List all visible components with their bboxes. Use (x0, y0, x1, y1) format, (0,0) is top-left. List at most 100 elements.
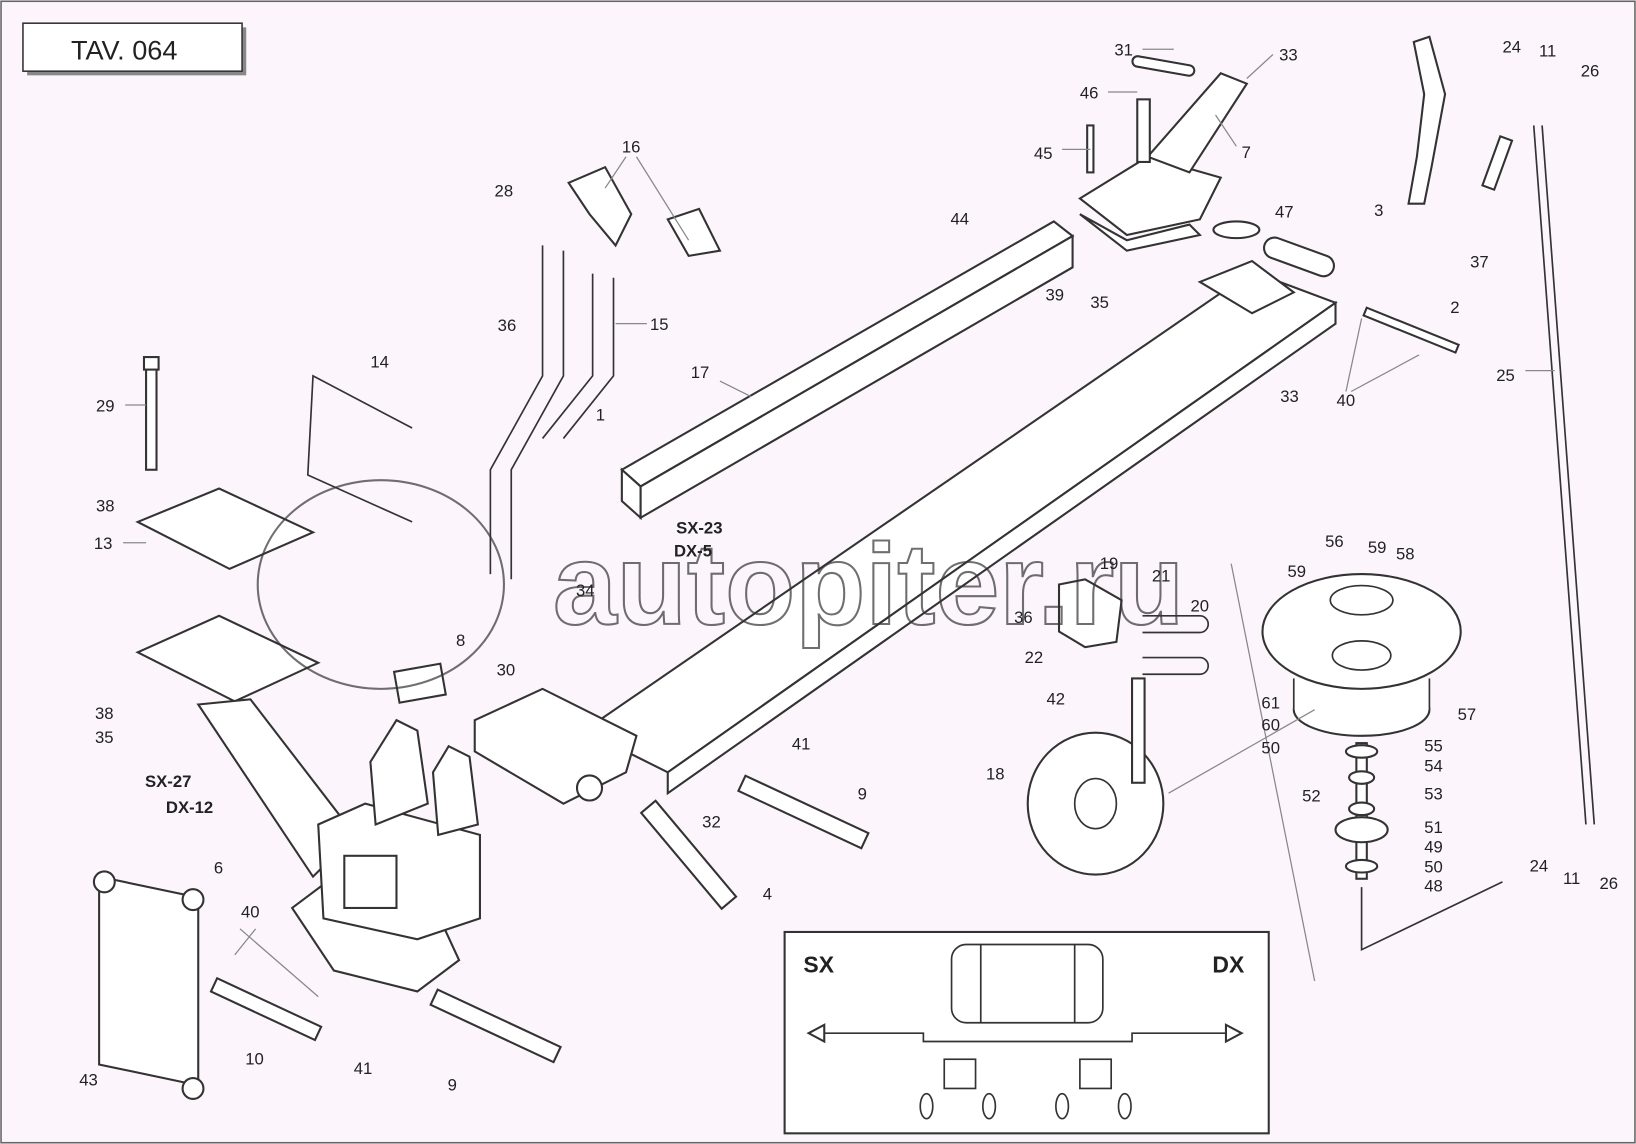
part-label: 40 (241, 902, 260, 921)
part-label: 18 (986, 765, 1005, 784)
part-label: 48 (1424, 876, 1443, 895)
part-label: 9 (858, 784, 867, 803)
part-label: SX-23 (676, 518, 722, 537)
part-label: 9 (448, 1076, 457, 1095)
link-4 (639, 799, 738, 911)
part-label: 38 (96, 496, 115, 515)
part-label: 55 (1424, 736, 1443, 755)
part-label: 59 (1368, 538, 1387, 557)
part-label: 3 (1374, 201, 1383, 220)
part-label: 56 (1325, 532, 1344, 551)
part-label: 35 (1090, 293, 1109, 312)
part-label: 45 (1034, 144, 1053, 163)
disc-56 (1261, 573, 1462, 880)
plate-13b (135, 614, 321, 703)
part-label: 13 (94, 534, 113, 553)
part-label: 24 (1530, 856, 1549, 875)
part-label: SX-27 (145, 772, 191, 791)
part-label: 17 (691, 363, 710, 382)
part-label: 26 (1581, 61, 1600, 80)
part-label: 26 (1599, 874, 1618, 893)
part-label: 14 (370, 353, 389, 372)
plate-13a (135, 487, 316, 571)
part-label: 22 (1025, 648, 1044, 667)
main-frame (473, 236, 1338, 805)
part-label: 19 (1100, 554, 1119, 573)
part-label: 52 (1302, 787, 1321, 806)
part-label: 25 (1496, 366, 1515, 385)
part-label: 24 (1502, 37, 1521, 56)
part-label: 7 (1242, 143, 1251, 162)
frame-6 (92, 870, 205, 1100)
bracket-16a (567, 165, 633, 248)
part-label: 2 (1450, 298, 1459, 317)
part-label: 46 (1080, 83, 1099, 102)
part-label: 39 (1045, 286, 1064, 305)
part-labels: 31 33 46 7 45 24 11 26 3 37 16 28 44 47 … (79, 37, 1618, 1094)
part-label: 38 (95, 704, 114, 723)
part-label: 41 (792, 734, 811, 753)
part-label: 28 (495, 181, 514, 200)
part-label: 57 (1458, 705, 1477, 724)
part-label: 34 (576, 581, 595, 600)
inset-label-dx: DX (1212, 952, 1245, 978)
part-label: 36 (498, 316, 517, 335)
tie-rod-25 (1532, 125, 1587, 825)
part-label: 42 (1046, 690, 1065, 709)
part-label: 35 (95, 728, 114, 747)
part-label: 8 (456, 631, 465, 650)
part-label: 60 (1261, 716, 1280, 735)
tube-17 (620, 220, 1075, 521)
inset-label-sx: SX (803, 952, 834, 978)
part-label: 58 (1396, 544, 1415, 563)
part-label: 61 (1261, 694, 1280, 713)
part-label: 10 (245, 1049, 264, 1068)
pin-9-upper (737, 774, 870, 850)
part-label: 36 (1014, 608, 1033, 627)
bracket-16b (666, 207, 722, 258)
bracket-19 (1057, 578, 1123, 649)
part-label: 47 (1275, 202, 1294, 221)
shaft-2 (1362, 306, 1460, 354)
part-label: 53 (1424, 784, 1443, 803)
bolt-head-29 (142, 356, 160, 371)
bracket-7 (1078, 55, 1249, 252)
part-label: 1 (596, 406, 605, 425)
part-label: 33 (1279, 46, 1298, 65)
part-label: 41 (354, 1059, 373, 1078)
part-label: 51 (1424, 818, 1443, 837)
part-label: 4 (763, 885, 772, 904)
u-bolt-14 (306, 374, 413, 523)
turnbuckle-37 (1481, 135, 1514, 191)
part-label: 21 (1152, 566, 1171, 585)
tie-rod-25b (1541, 125, 1596, 825)
arm-3 (1407, 35, 1447, 205)
part-label: 43 (79, 1070, 98, 1089)
part-label: 11 (1563, 869, 1580, 888)
part-label: 11 (1539, 42, 1556, 61)
part-label: 40 (1337, 391, 1356, 410)
rubber-stop-47 (1212, 220, 1261, 240)
part-label: 50 (1261, 739, 1280, 758)
part-label: 44 (951, 210, 970, 229)
pin-10 (209, 976, 323, 1042)
watermark-logo: autopiter.ru (256, 479, 1185, 690)
part-label: 16 (622, 138, 641, 157)
bolt-29 (145, 364, 158, 471)
part-label: 33 (1280, 387, 1299, 406)
part-label: DX-5 (674, 541, 712, 560)
watermark-text: autopiter.ru (553, 521, 1184, 649)
inset-sx-dx: SX DX (783, 930, 1270, 1135)
part-label: 54 (1424, 756, 1443, 775)
part-label: 50 (1424, 857, 1443, 876)
part-label: 30 (497, 660, 516, 679)
part-label: 31 (1114, 41, 1133, 60)
part-label: DX-12 (166, 798, 213, 817)
pin-9-lower (429, 988, 562, 1064)
part-label: 49 (1424, 838, 1443, 857)
part-label: 15 (650, 315, 669, 334)
part-label: 37 (1470, 252, 1489, 271)
